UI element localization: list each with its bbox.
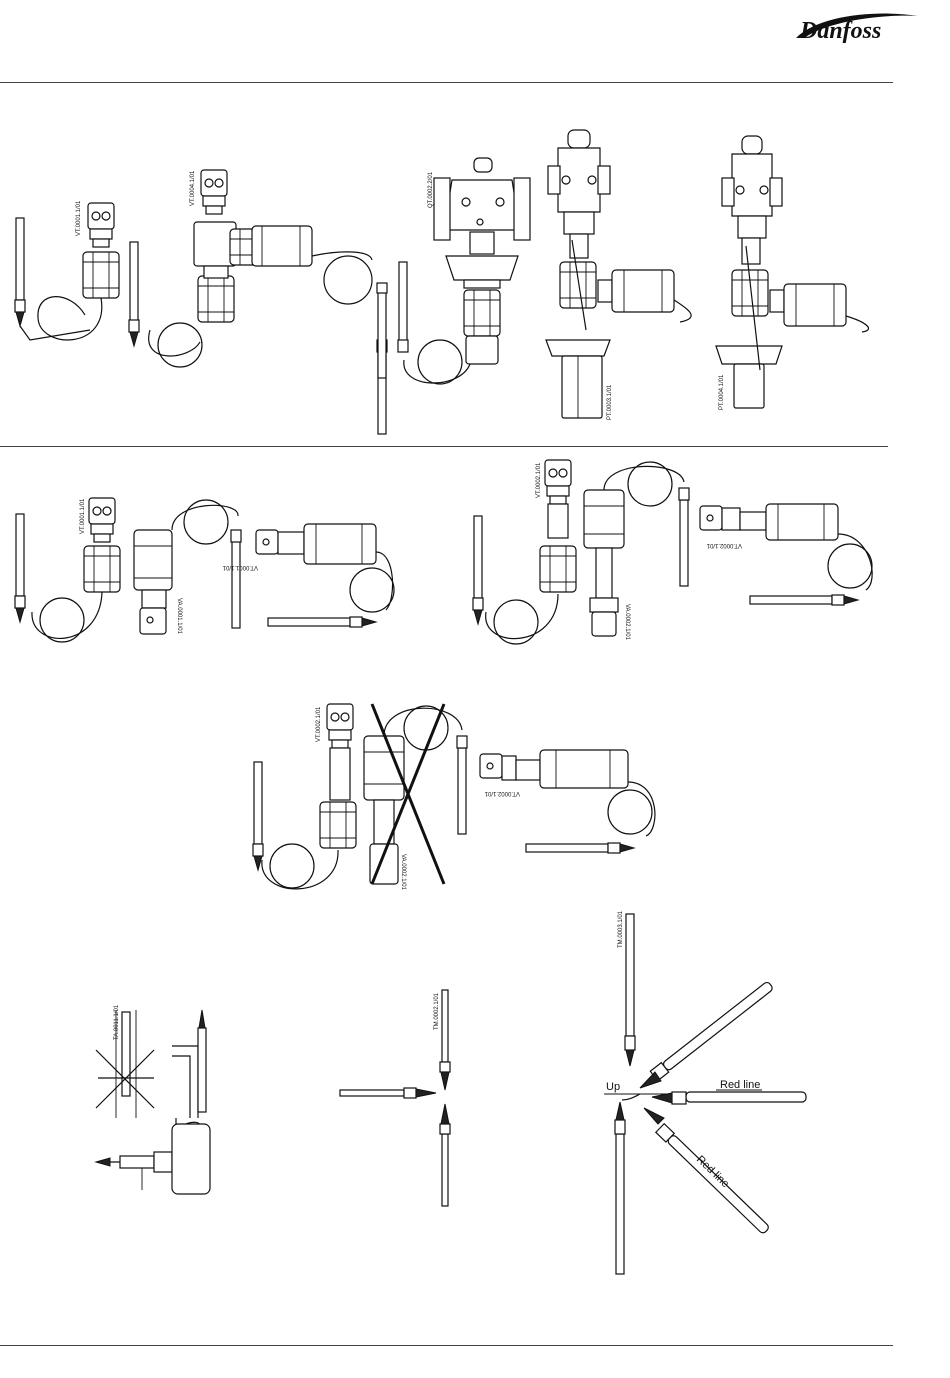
code-label: PT.0003.1/01 (607, 384, 613, 420)
figure-5: PT.0004.1/01 (716, 136, 869, 410)
code-label: TA.0011.1/01 (114, 1004, 120, 1040)
code-label: VT.0001.1/01 (76, 200, 82, 236)
figure-2: VT.0004.1/01 (129, 170, 387, 434)
code-label: VA.0002.1/01 (624, 604, 630, 641)
code-label: QT.0002.2/01 (428, 171, 434, 208)
figure-3: QT.0002.2/01 (398, 158, 530, 384)
figure-14-sensor-angles: TM.0003.1/01 Up Red line Red line (604, 910, 806, 1274)
figure-8: VT.0002.1/01 VA.0002.1/01 (473, 460, 689, 644)
figure-13-sensor-orientation: TM.0002.1/01 (340, 990, 450, 1206)
code-label: VA.0002.1/01 (400, 854, 406, 891)
figure-10-incorrect: VT.0002.1/01 VA.0002.1/01 (253, 704, 467, 891)
code-label: VT.0004.1/01 (190, 170, 196, 206)
code-label: VT.0002.1/01 (536, 462, 542, 498)
figure-7: VT.0001.1/01 (222, 524, 394, 627)
code-label: VT.0001.1/01 (80, 498, 86, 534)
code-label: TM.0003.1/01 (618, 910, 624, 948)
code-label: TM.0002.1/01 (434, 992, 440, 1030)
code-label: PT.0004.1/01 (719, 374, 725, 410)
figure-11: VT.0002.1/01 (480, 750, 655, 853)
figure-9: VT.0002.1/01 (700, 504, 872, 605)
figure-12-sensor-mounting: TA.0011.1/01 (96, 1004, 210, 1194)
code-label: VT.0002.1/01 (316, 706, 322, 742)
label-up: Up (606, 1081, 620, 1093)
figure-6: VT.0001.1/01 VA.0001.1/01 (15, 498, 241, 642)
code-label: VT.0002.1/01 (706, 542, 742, 548)
code-label: VT.0001.1/01 (222, 564, 258, 570)
code-label: VA.0001.1/01 (176, 598, 182, 635)
figure-1: VT.0001.1/01 (15, 200, 119, 340)
label-red-line-horizontal: Red line (720, 1079, 760, 1091)
figure-4: PT.0003.1/01 (546, 130, 691, 420)
code-label: VT.0002.1/01 (484, 790, 520, 796)
